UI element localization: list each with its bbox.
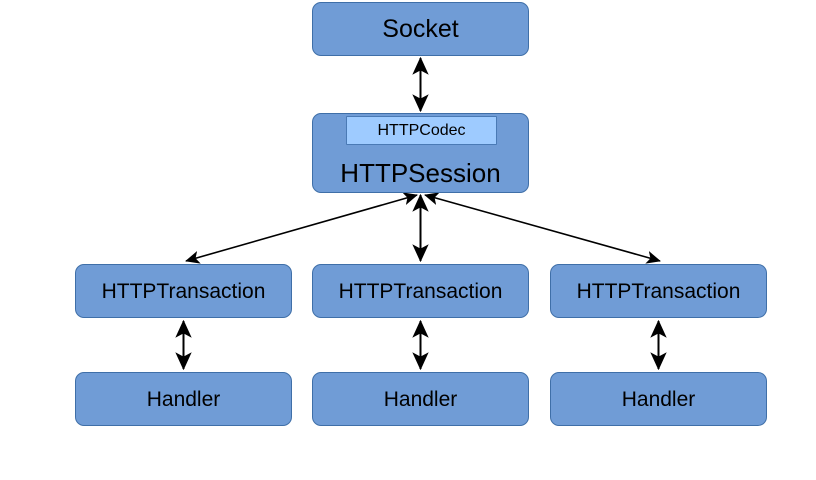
node-httpsession-label: HTTPSession xyxy=(340,158,501,188)
node-socket[interactable]: Socket xyxy=(312,2,529,56)
node-socket-label: Socket xyxy=(382,14,459,43)
node-httptransaction-2-label: HTTPTransaction xyxy=(576,279,741,303)
node-httpcodec[interactable]: HTTPCodec xyxy=(346,116,497,145)
node-handler-1[interactable]: Handler xyxy=(312,372,529,426)
node-handler-0-label: Handler xyxy=(146,387,221,411)
node-httptransaction-1-label: HTTPTransaction xyxy=(338,279,503,303)
connector-session-transaction-0 xyxy=(185,192,418,264)
node-httptransaction-0-label: HTTPTransaction xyxy=(101,279,266,303)
node-handler-2[interactable]: Handler xyxy=(550,372,767,426)
node-httptransaction-0[interactable]: HTTPTransaction xyxy=(75,264,292,318)
node-httpsession[interactable]: HTTPCodec HTTPSession xyxy=(312,113,529,193)
connector-session-transaction-2 xyxy=(424,192,661,264)
node-handler-2-label: Handler xyxy=(621,387,696,411)
node-httptransaction-2[interactable]: HTTPTransaction xyxy=(550,264,767,318)
node-handler-1-label: Handler xyxy=(383,387,458,411)
node-httptransaction-1[interactable]: HTTPTransaction xyxy=(312,264,529,318)
node-httpcodec-label: HTTPCodec xyxy=(377,121,466,139)
node-handler-0[interactable]: Handler xyxy=(75,372,292,426)
